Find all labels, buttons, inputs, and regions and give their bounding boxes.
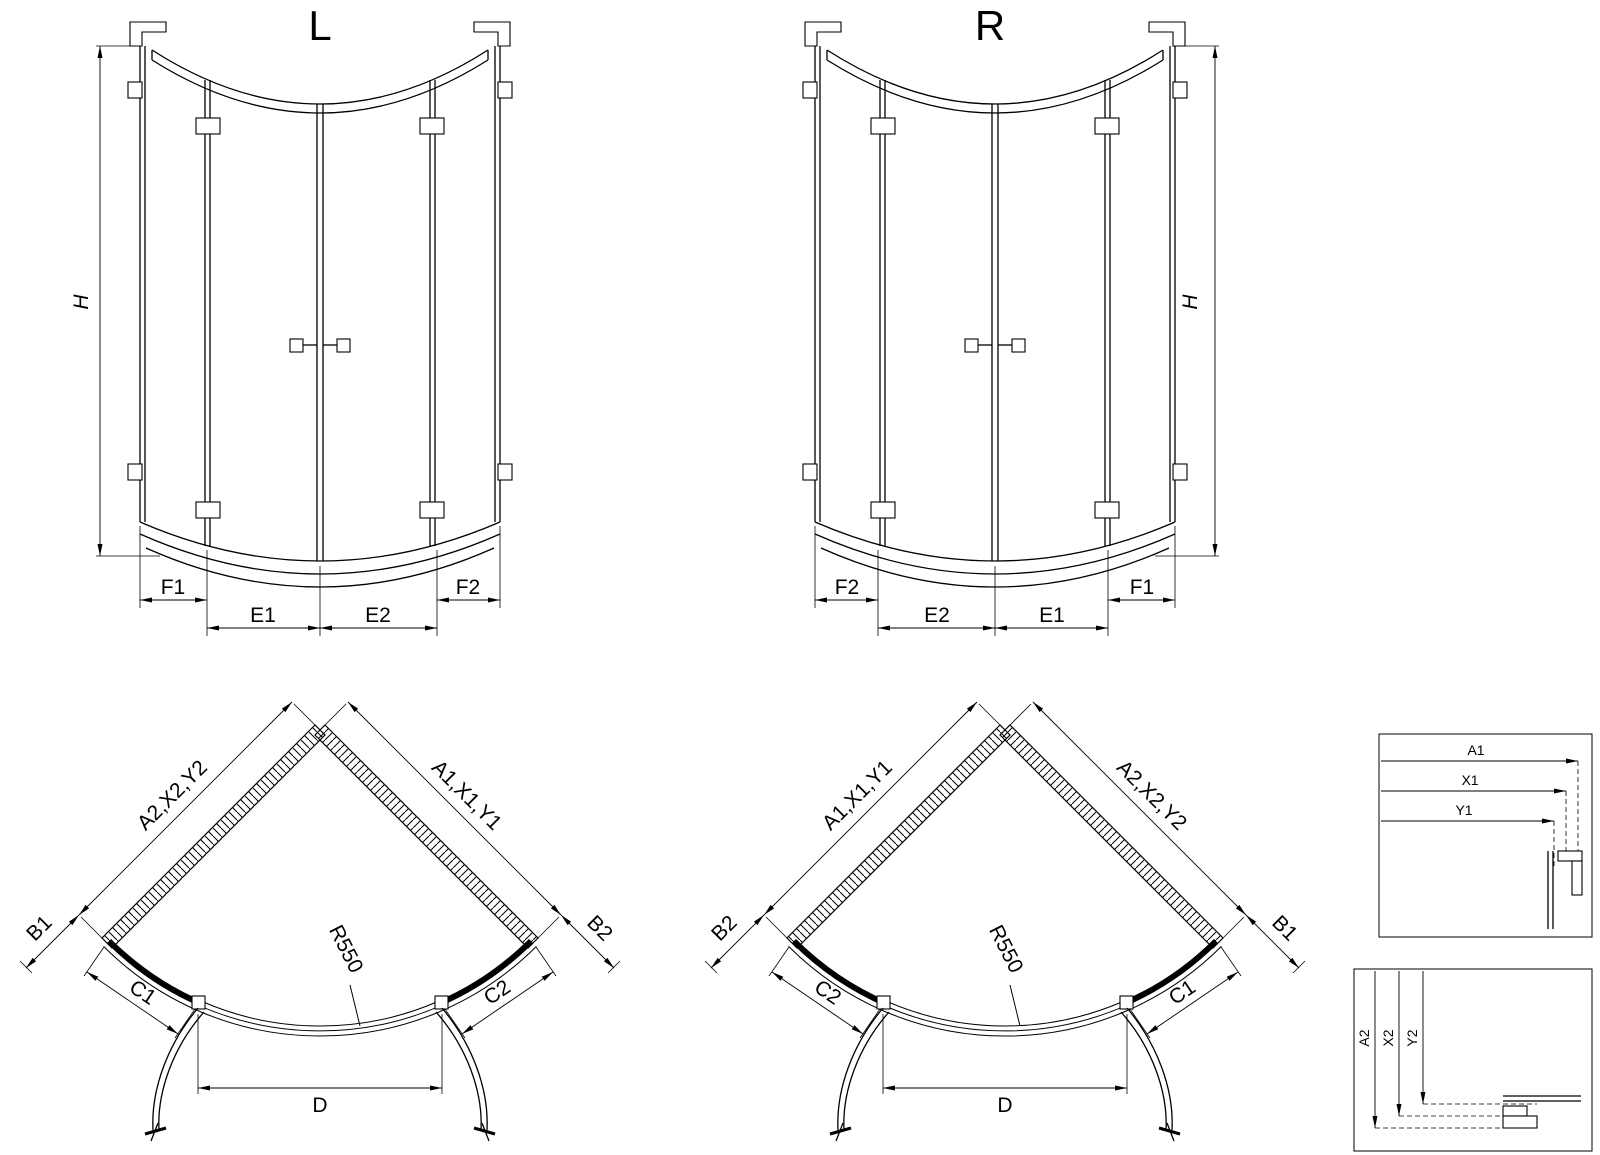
detail-top-frame: [1378, 733, 1593, 938]
plan-right-wall-right-label: A2,X2,Y2: [1112, 756, 1191, 835]
front-left-title: L: [308, 2, 331, 49]
front-left-height-label: H: [70, 294, 93, 310]
plan-right-ext-left-label: B2: [707, 911, 741, 945]
plan-left-geometry: [20, 702, 620, 1141]
plan-left-ext-right-label: B2: [582, 911, 616, 945]
front-right-geometry: [803, 22, 1219, 636]
plan-left-wall-left-label: A2,X2,Y2: [133, 756, 212, 835]
front-left-dim-f1: F1: [161, 576, 186, 599]
front-right-height-label: H: [1179, 294, 1202, 310]
front-right-dim-f2: F2: [835, 576, 860, 599]
detail-bottom-frame: [1353, 968, 1593, 1152]
plan-right-radius-leader: [1009, 984, 1021, 1027]
front-right-dim-e2: E2: [924, 604, 950, 627]
detail-bottom-label-x2: X2: [1380, 1029, 1396, 1046]
detail-bottom-label-y2: Y2: [1404, 1029, 1420, 1046]
front-elevation-right: R H F2 E2 E1 F1: [803, 2, 1219, 636]
detail-top-dimension-arrows: [1381, 758, 1579, 867]
plan-right-ext-right-label: B1: [1267, 911, 1301, 945]
front-elevation-left: L H F1 E1 E2 F2: [70, 2, 512, 636]
plan-left-ext-left-label: B1: [22, 911, 56, 945]
plan-right-wall-left-label: A1,X1,Y1: [818, 756, 897, 835]
front-left-dim-e1: E1: [250, 604, 276, 627]
front-right-title: R: [975, 2, 1005, 49]
plan-right-width-label: D: [997, 1094, 1012, 1117]
detail-section-horizontal: A1 X1 Y1: [1378, 733, 1593, 938]
plan-view-right: A1,X1,Y1 A2,X2,Y2 B2 B1 C2 C1 R550 D: [705, 702, 1305, 1141]
detail-bottom-label-a2: A2: [1356, 1029, 1372, 1046]
detail-top-wall-profile: [1547, 850, 1583, 929]
plan-right-radius-label: R550: [984, 921, 1027, 976]
plan-view-left: A2,X2,Y2 A1,X1,Y1 B1 B2 C1 C2 R550 D: [20, 702, 620, 1141]
detail-top-label-x1: X1: [1461, 772, 1478, 788]
front-left-dim-f2: F2: [456, 576, 481, 599]
front-right-dim-f1: F1: [1130, 576, 1155, 599]
detail-bottom-dimension-arrows: [1372, 971, 1537, 1129]
plan-left-radius-label: R550: [324, 921, 367, 976]
front-left-geometry: [96, 22, 512, 636]
front-left-dim-e2: E2: [365, 604, 391, 627]
detail-top-label-y1: Y1: [1455, 802, 1472, 818]
plan-left-radius-leader: [349, 984, 361, 1027]
detail-bottom-wall-profile: [1502, 1095, 1581, 1129]
detail-section-vertical: A2 X2 Y2: [1353, 968, 1593, 1152]
detail-top-label-a1: A1: [1467, 742, 1484, 758]
plan-left-wall-right-label: A1,X1,Y1: [427, 756, 506, 835]
front-right-dim-e1: E1: [1039, 604, 1065, 627]
plan-left-width-label: D: [312, 1094, 327, 1117]
